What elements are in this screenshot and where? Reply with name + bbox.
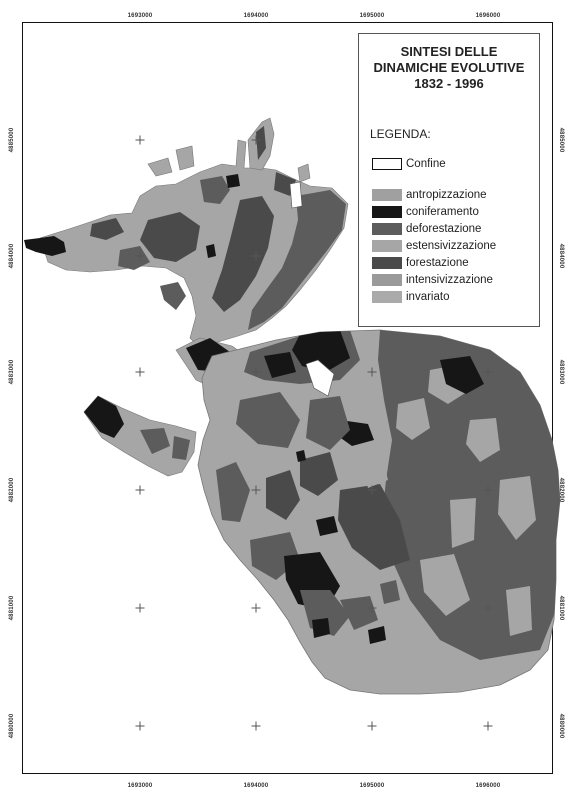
easting-label-top: 1693000 [127,13,153,19]
easting-label-top: 1696000 [475,13,501,19]
legend-label: invariato [406,290,450,303]
northing-label-right: 4881000 [558,595,564,621]
easting-label-bottom: 1693000 [127,783,153,789]
easting-label-bottom: 1695000 [359,783,385,789]
northing-label-right: 4880000 [558,713,564,739]
easting-label-top: 1694000 [243,13,269,19]
easting-label-bottom: 1696000 [475,783,501,789]
legend-panel: SINTESI DELLE DINAMICHE EVOLUTIVE 1832 -… [358,33,540,327]
easting-label-bottom: 1694000 [243,783,269,789]
northing-label-left: 4884000 [9,243,15,269]
map-frame [22,22,553,774]
northing-label-left: 4885000 [9,127,15,153]
northing-label-right: 4885000 [558,127,564,153]
map-region-northwest [24,117,349,351]
legend-title: SINTESI DELLE DINAMICHE EVOLUTIVE 1832 -… [359,44,539,92]
legend-swatch [372,290,402,303]
legend-label: forestazione [406,256,469,269]
legend-swatch [372,205,402,218]
legend-title-line: SINTESI DELLE [400,44,498,59]
legend-label: coniferamento [406,205,479,218]
legend-label: Confine [406,157,446,170]
northing-label-right: 4882000 [558,477,564,503]
legend-swatch [372,222,402,235]
legend-item: intensivizzazione [372,273,493,286]
legend-swatch [372,273,402,286]
legend-label: deforestazione [406,222,482,235]
legend-title-line: DINAMICHE EVOLUTIVE [373,60,525,75]
legend-swatch [372,188,402,201]
legend-swatch [372,239,402,252]
northing-label-left: 4882000 [9,477,15,503]
map-region-main [197,329,561,695]
legend-label: antropizzazione [406,188,487,201]
legend-title-line: 1832 - 1996 [414,76,484,91]
legend-label: estensivizzazione [406,239,497,252]
legend-item-boundary: Confine [372,157,446,170]
legend-item: antropizzazione [372,188,487,201]
northing-label-left: 4880000 [9,713,15,739]
legend-label: intensivizzazione [406,273,493,286]
legend-item: estensivizzazione [372,239,496,252]
map-region-west-patch [83,395,197,477]
legend-item: invariato [372,290,449,303]
legend-swatch [372,256,402,269]
legend-item: deforestazione [372,222,481,235]
northing-label-right: 4884000 [558,243,564,269]
northing-label-left: 4881000 [9,595,15,621]
legend-heading: LEGENDA: [370,127,431,141]
legend-item: forestazione [372,256,469,269]
legend-swatch [372,157,402,170]
northing-label-left: 4883000 [9,359,15,385]
northing-label-right: 4883000 [558,359,564,385]
legend-item: coniferamento [372,205,479,218]
easting-label-top: 1695000 [359,13,385,19]
